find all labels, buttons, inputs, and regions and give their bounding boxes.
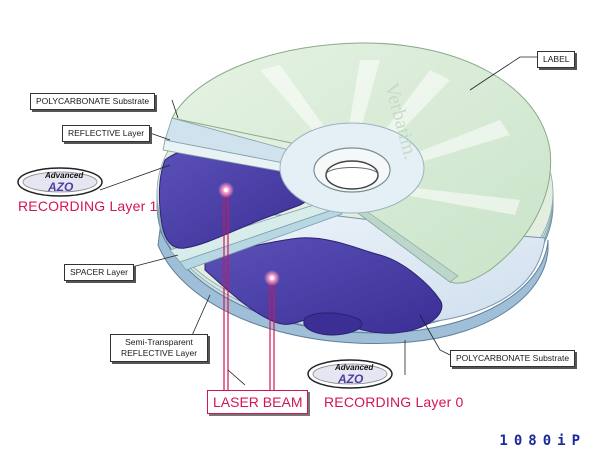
recording-layer-1-label: RECORDING Layer 1 — [18, 198, 158, 214]
azo-top-azo: AZO — [47, 180, 74, 194]
azo-top-advanced: Advanced — [44, 171, 84, 180]
laser-beams — [218, 182, 280, 390]
azo-bottom-azo: AZO — [337, 372, 364, 386]
semi-transparent-line2: REFLECTIVE Layer — [120, 348, 198, 358]
hub-hole — [325, 160, 379, 190]
watermark: 1080iP — [499, 433, 586, 449]
polycarbonate-bottom-callout: POLYCARBONATE Substrate — [450, 350, 576, 367]
reflective-layer-callout: REFLECTIVE Layer — [62, 125, 151, 142]
semi-transparent-callout: Semi-Transparent REFLECTIVE Layer — [110, 334, 208, 362]
spacer-layer-callout: SPACER Layer — [64, 264, 134, 281]
laser-beam-label: LASER BEAM — [207, 390, 309, 414]
semi-transparent-strip — [179, 207, 343, 271]
recording-layer-0-notch — [303, 312, 363, 336]
azo-logo-bottom: Advanced AZO — [307, 359, 393, 389]
polycarbonate-top-callout: POLYCARBONATE Substrate — [30, 93, 156, 110]
hub-hole-wall — [325, 167, 379, 176]
label-callout: LABEL — [537, 51, 576, 68]
recording-layer-0-label: RECORDING Layer 0 — [324, 394, 464, 410]
azo-logo-top: Advanced AZO — [17, 167, 103, 197]
recording-layer-0-shape — [204, 237, 443, 334]
semi-transparent-line1: Semi-Transparent — [125, 337, 193, 347]
azo-bottom-advanced: Advanced — [334, 363, 374, 372]
